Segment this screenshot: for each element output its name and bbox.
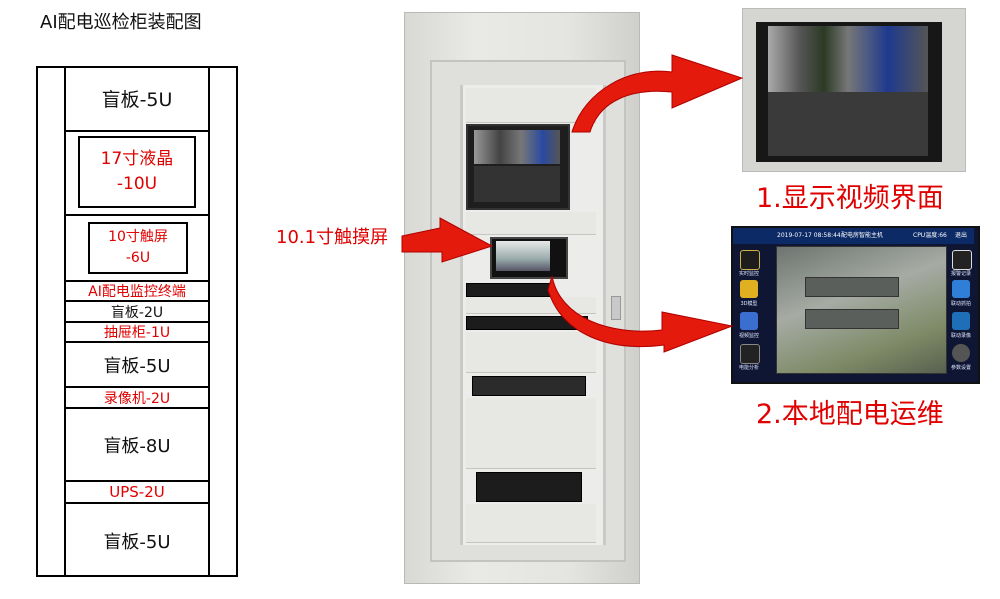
ui-left-btn-label: 实时监控 — [738, 271, 759, 277]
ui-left-btn-label: 视频监控 — [738, 333, 759, 339]
slot-label: 盲板-8U — [103, 435, 171, 457]
cabinet-blank-panel — [466, 332, 596, 373]
touch-screen-callout: 10.1寸触摸屏 — [276, 227, 389, 248]
slot-label: 10寸触屏 -6U — [108, 229, 168, 266]
ui-right-btn-label: 报警记录 — [950, 271, 971, 277]
rack-outer-frame — [36, 66, 238, 577]
slot-blank-2u: 盲板-2U — [64, 302, 210, 323]
ui-top-bar: 2019-07-17 08:58:44 配电房智能主机 CPU温度:66 退出 — [733, 228, 974, 244]
recording-icon — [952, 312, 970, 330]
ui-3d-room-model — [776, 246, 947, 374]
slot-ai-terminal: AI配电监控终端 — [64, 282, 210, 302]
ui-right-btn-label: 参数设置 — [950, 365, 971, 371]
slot-blank-5u-mid: 盲板-5U — [64, 343, 210, 388]
slot-lcd-17: 17寸液晶 -10U — [64, 132, 210, 216]
video-monitor-icon — [740, 312, 758, 330]
power-analysis-icon — [740, 344, 760, 364]
alarm-record-icon — [952, 250, 972, 270]
cabinet-door-handle — [611, 296, 621, 320]
cabinet-row-model — [805, 277, 899, 297]
slot-blank-8u: 盲板-8U — [64, 409, 210, 482]
ups-device — [476, 472, 582, 502]
slot-blank-5u-bottom: 盲板-5U — [64, 504, 210, 577]
video-caption: 1.显示视频界面 — [756, 183, 944, 214]
video-dark-panel — [768, 92, 928, 156]
ui-left-btn-label: 电能分析 — [738, 365, 759, 371]
ui-exit: 退出 — [955, 232, 968, 239]
ui-right-btn-label: 联动抓拍 — [950, 301, 971, 307]
slot-label: UPS-2U — [109, 483, 165, 501]
slot-label: AI配电监控终端 — [88, 284, 186, 300]
video-feed-image — [768, 26, 928, 92]
slot-label: 盲板-5U — [101, 88, 173, 111]
touch-10-box: 10寸触屏 -6U — [88, 222, 188, 274]
touch-screen-display — [496, 241, 550, 271]
arrow-to-touch-screen — [401, 217, 494, 263]
slot-blank-5u-top: 盲板-5U — [64, 66, 210, 132]
monitor-dark-area — [474, 166, 560, 202]
monitor-video-image — [474, 130, 560, 164]
slot-ups-2u: UPS-2U — [64, 482, 210, 504]
ui-cpu-temp: CPU温度:66 — [913, 232, 947, 239]
ui-right-btn-label: 联动录像 — [950, 333, 971, 339]
ui-title: 配电房智能主机 — [841, 232, 884, 239]
3d-model-icon — [740, 280, 758, 298]
slot-touch-10: 10寸触屏 -6U — [64, 216, 210, 282]
diagram-title: AI配电巡检柜装配图 — [40, 12, 202, 33]
cabinet-blank-panel — [466, 398, 596, 469]
slot-label: 抽屉柜-1U — [103, 325, 171, 341]
ui-datetime: 2019-07-17 08:58:44 — [777, 232, 841, 239]
cabinet-lcd-monitor — [466, 124, 570, 210]
slot-drawer-1u: 抽屉柜-1U — [64, 323, 210, 343]
slot-label: 盲板-5U — [103, 531, 171, 553]
cabinet-blank-panel — [466, 504, 596, 543]
slot-label: 17寸液晶 -10U — [100, 149, 174, 194]
slot-recorder-2u: 录像机-2U — [64, 388, 210, 409]
slot-label: 盲板-2U — [110, 304, 164, 321]
slot-label: 盲板-5U — [103, 355, 171, 377]
recorder-device — [472, 376, 586, 396]
local-ops-caption: 2.本地配电运维 — [756, 399, 944, 430]
settings-gear-icon — [952, 344, 970, 362]
cabinet-blank-panel — [466, 212, 596, 235]
ui-left-btn-label: 3D模型 — [740, 301, 758, 307]
cabinet-row-model — [805, 309, 899, 329]
cabinet-blank-panel — [466, 88, 596, 123]
arrow-to-video — [571, 54, 744, 133]
snapshot-icon — [952, 280, 970, 298]
realtime-monitor-icon — [740, 250, 760, 270]
lcd-17-box: 17寸液晶 -10U — [78, 136, 196, 208]
arrow-to-local-ui — [547, 275, 734, 353]
slot-label: 录像机-2U — [103, 390, 171, 407]
